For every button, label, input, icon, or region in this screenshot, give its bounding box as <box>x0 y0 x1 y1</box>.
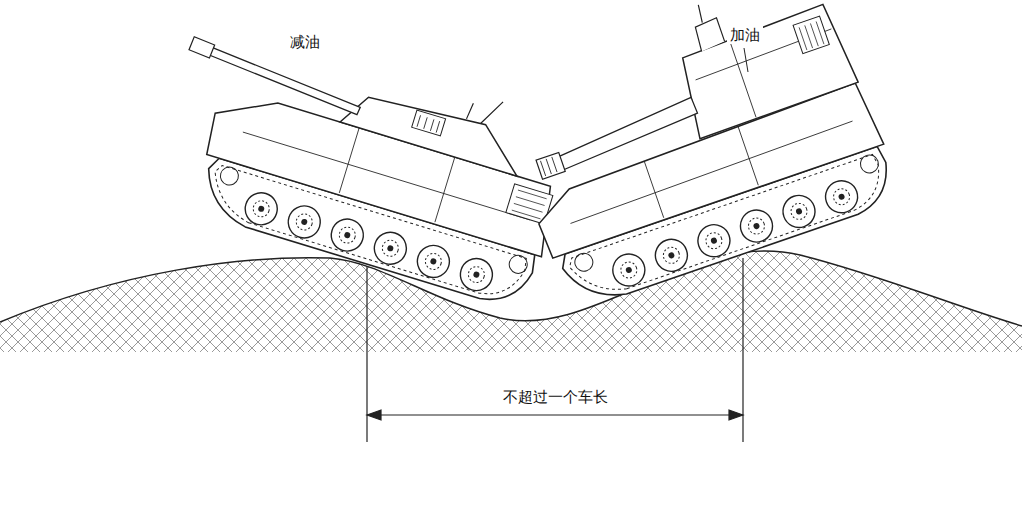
fuel-add-label: 加油 <box>727 26 763 44</box>
fuel-reduce-label: 减油 <box>287 33 323 51</box>
dimension-label: 不超过一个车长 <box>500 388 611 406</box>
